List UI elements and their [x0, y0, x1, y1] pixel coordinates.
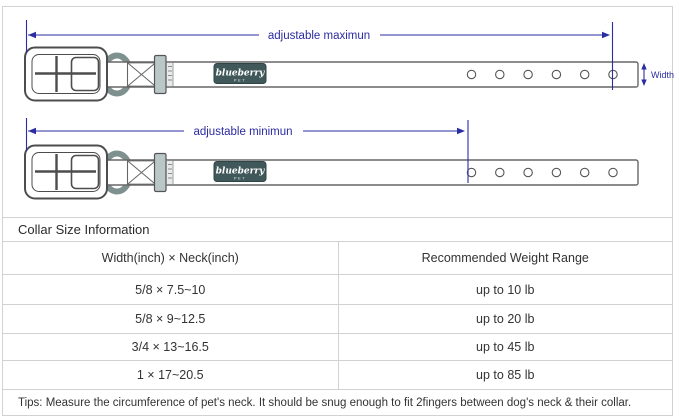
- weight-cell: up to 10 lb: [337, 275, 673, 304]
- column-header-weight: Recommended Weight Range: [337, 242, 673, 274]
- size-cell: 5/8 × 9~12.5: [135, 312, 206, 326]
- weight-cell: up to 45 lb: [337, 334, 673, 360]
- table-row: 3/4 × 13~16.5 up to 45 lb: [3, 334, 672, 361]
- width-label: Width: [651, 70, 674, 80]
- weight-cell: up to 20 lb: [337, 305, 673, 333]
- min-label: adjustable minimun: [193, 126, 292, 138]
- collar-diagram-panel: blueberry PET: [2, 6, 674, 217]
- collar-max: [25, 48, 638, 101]
- weight-cell: up to 85 lb: [337, 361, 673, 389]
- collar-min: [25, 146, 638, 199]
- table-header-row: Width(inch) × Neck(inch) Recommended Wei…: [3, 242, 672, 275]
- table-title: Collar Size Information: [3, 218, 672, 242]
- content-frame: blueberry PET: [2, 6, 674, 416]
- dimension-arrow-max: adjustable maximun: [25, 20, 614, 90]
- collar-diagram: blueberry PET: [3, 20, 674, 217]
- max-label: adjustable maximun: [268, 30, 370, 42]
- size-cell: 3/4 × 13~16.5: [131, 340, 209, 354]
- size-cell: 5/8 × 7.5~10: [135, 282, 206, 297]
- column-header-size: Width(inch) × Neck(inch): [101, 251, 239, 265]
- dimension-arrow-min: adjustable minimun: [25, 118, 469, 183]
- table-row: 5/8 × 7.5~10 up to 10 lb: [3, 275, 672, 305]
- tips-note: Tips: Measure the circumference of pet's…: [18, 396, 632, 409]
- table-row: 1 × 17~20.5 up to 85 lb: [3, 361, 672, 390]
- table-row: 5/8 × 9~12.5 up to 20 lb: [3, 305, 672, 334]
- size-table: Collar Size Information Width(inch) × Ne…: [2, 217, 673, 416]
- size-cell: 1 × 17~20.5: [136, 368, 204, 382]
- width-arrow: Width: [641, 63, 674, 86]
